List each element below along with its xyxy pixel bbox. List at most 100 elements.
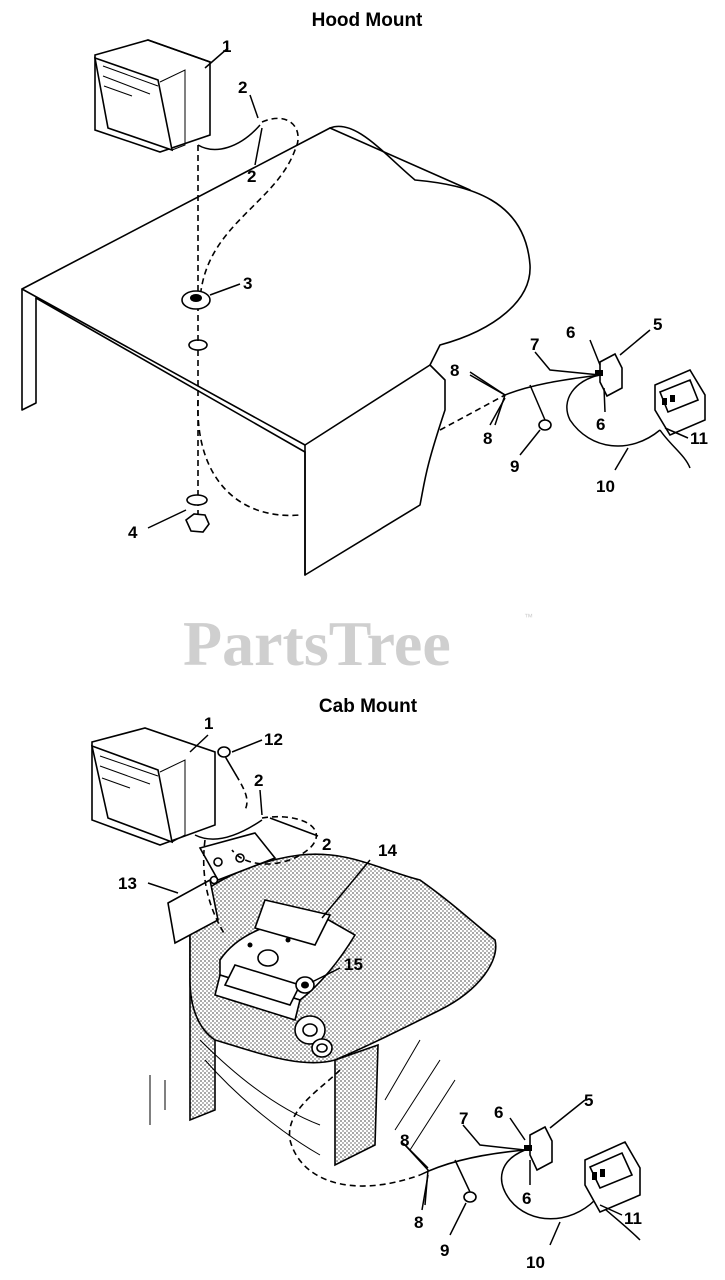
- cab-bolt-line: [202, 839, 226, 936]
- cab-side-lines: [149, 1075, 166, 1125]
- hood-callout-8a: 8: [450, 361, 459, 380]
- cab-bracket-hole-a: [213, 857, 223, 867]
- cab-plate-rim: [223, 964, 302, 1006]
- hood-switch-face: [658, 378, 700, 414]
- hood-leader-8b: [489, 397, 506, 426]
- cab-callout-5: 5: [584, 1091, 593, 1110]
- hood-rocker-switch: [654, 368, 706, 437]
- cab-light-lead: [194, 819, 263, 840]
- hood-wire-run: [199, 117, 299, 301]
- hood-assembly: [21, 125, 531, 576]
- cab-rocker-switch: [584, 1140, 641, 1214]
- cab-switch-terminal-b: [600, 1169, 605, 1177]
- hood-connector-body: [599, 352, 623, 398]
- cab-switch-terminal-a: [592, 1172, 597, 1180]
- cab-hole-large-inner: [302, 1023, 318, 1037]
- cab-bracket-plate: [167, 878, 219, 945]
- hood-left-side: [21, 288, 37, 411]
- hood-mount-title: Hood Mount: [312, 10, 423, 31]
- cab-callouts: 1 12 2 2 13 14 15 5 6 6 7 8 8 9 10 11: [118, 714, 642, 1272]
- hood-top-panel: [21, 125, 531, 446]
- hood-grommet: [181, 290, 211, 310]
- hood-wire-under: [197, 399, 301, 517]
- watermark-tm: ™: [524, 612, 533, 622]
- hood-callout-1: 1: [222, 37, 231, 56]
- cab-bolt-core: [301, 981, 309, 989]
- hood-harness-lead-7: [534, 351, 601, 376]
- cab-callout-8a: 8: [400, 1131, 409, 1150]
- hood-callout-4: 4: [128, 523, 138, 542]
- cab-leader-11: [599, 1204, 623, 1216]
- cab-leader-6a: [509, 1117, 526, 1141]
- hood-leader-10: [614, 447, 629, 471]
- hood-mount-hole: [188, 339, 208, 351]
- cab-leader-8a: [402, 1142, 429, 1169]
- cab-wire-run: [288, 1069, 421, 1187]
- cab-wire-harness: [404, 1124, 641, 1241]
- cab-leader-14: [321, 859, 371, 919]
- cab-curve-1: [199, 1039, 321, 1126]
- cab-connector-body: [529, 1125, 553, 1172]
- hood-switch-terminal-a: [662, 398, 667, 405]
- hood-light-bezel: [159, 69, 186, 151]
- hood-light-edge: [147, 39, 211, 63]
- hood-leader-3: [209, 283, 241, 296]
- hood-right-side: [304, 364, 446, 576]
- cab-leader-2a: [259, 789, 263, 816]
- cab-mount-title: Cab Mount: [319, 696, 418, 717]
- cab-mount-plate: [214, 899, 357, 1022]
- cab-callout-11: 11: [624, 1209, 642, 1228]
- hood-callout-8b: 8: [483, 429, 492, 448]
- hood-callout-2b: 2: [247, 167, 256, 186]
- hood-callouts: 1 2 2 3 4 5 6 6 7 8 8 9 10 11: [128, 37, 708, 542]
- cab-callout-13: 13: [118, 874, 137, 893]
- cab-callout-15: 15: [344, 955, 363, 974]
- hood-nut: [185, 513, 210, 533]
- cab-harness-main: [419, 1149, 526, 1176]
- cab-callout-2b: 2: [322, 835, 331, 854]
- hood-work-light: [93, 39, 211, 153]
- cab-screw-line: [235, 774, 248, 811]
- cab-post-right: [334, 1043, 379, 1167]
- cab-leader-10: [549, 1221, 561, 1246]
- cab-screw-head: [217, 746, 231, 758]
- hood-leader-2b: [254, 127, 263, 166]
- hood-wire-harness: [469, 351, 691, 469]
- hood-leader-5: [619, 329, 651, 356]
- hood-leader-11: [664, 427, 689, 439]
- cab-leader-15: [311, 967, 341, 983]
- cab-light-bezel: [159, 759, 186, 843]
- hood-leader-2a: [249, 94, 259, 119]
- hood-callout-5: 5: [653, 315, 662, 334]
- hood-switch-loop: [566, 374, 661, 447]
- cab-leader-9: [449, 1202, 467, 1236]
- cab-curve-2: [204, 1059, 321, 1156]
- hood-ridge: [329, 127, 471, 191]
- hood-light-lead: [197, 124, 261, 151]
- cab-callout-6b: 6: [522, 1189, 531, 1208]
- cab-callout-6a: 6: [494, 1103, 503, 1122]
- cab-leader-5: [549, 1099, 586, 1129]
- hood-wire-to-harness: [439, 394, 506, 431]
- hood-connector-pin: [595, 370, 603, 376]
- cab-screw: [217, 746, 237, 776]
- hood-callout-10: 10: [596, 477, 615, 496]
- hood-leader-6a: [589, 339, 601, 366]
- hood-harness-ground-lead: [529, 384, 546, 421]
- hood-ring-terminal: [538, 419, 552, 431]
- cab-glass-lines: [384, 1039, 456, 1151]
- hood-leader-9: [519, 429, 541, 456]
- cab-ring-terminal: [463, 1191, 477, 1203]
- cab-switch-face: [588, 1151, 634, 1190]
- hood-grommet-inner: [190, 294, 202, 302]
- cab-callout-12: 12: [264, 730, 283, 749]
- hood-connector: [595, 352, 623, 398]
- hood-callout-7: 7: [530, 335, 539, 354]
- hood-front-edge: [35, 297, 306, 453]
- hood-leader-6b: [603, 387, 606, 413]
- cab-harness-ground-lead: [454, 1159, 471, 1193]
- cab-bolt: [295, 976, 315, 994]
- cab-callout-7: 7: [459, 1109, 468, 1128]
- cab-callout-2a: 2: [254, 771, 263, 790]
